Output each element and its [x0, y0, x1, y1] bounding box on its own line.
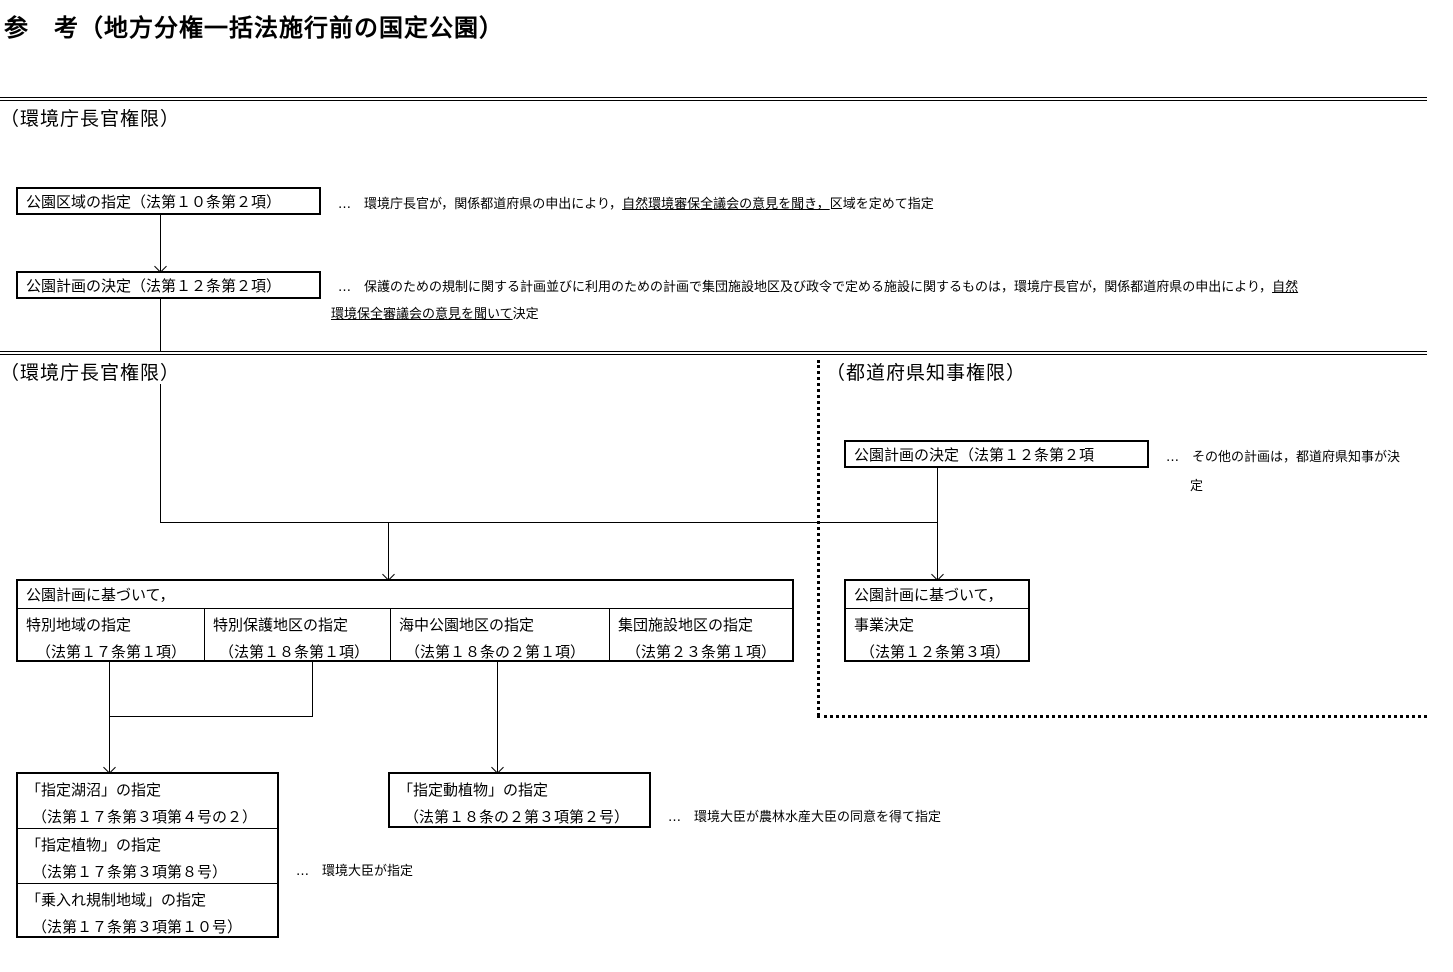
box-area-designation: 公園区域の指定（法第１０条第２項） [16, 187, 321, 215]
connector-junction-to-based [388, 522, 389, 579]
page-title: 参 考（地方分権一括法施行前の国定公園） [4, 14, 504, 42]
box-pref-based-on-plan: 公園計画に基づいて， 事業決定 （法第１２条第３項） [844, 579, 1030, 662]
pref-based-body: 事業決定 （法第１２条第３項） [854, 616, 1011, 661]
section-label-governor: （都道府県知事権限） [826, 362, 1027, 384]
note-minister-designates: … 環境大臣が指定 [296, 864, 414, 879]
based-on-plan-divider [18, 608, 792, 609]
note-plan-line2: 環境保全審議会の意見を聞いて決定 [331, 307, 539, 322]
cell-group-facility: 集団施設地区の指定 （法第２３条第１項） [618, 616, 777, 661]
note-agri-consent: … 環境大臣が農林水産大臣の同意を得て指定 [668, 810, 942, 825]
governor-region-left-border [817, 360, 820, 716]
cell-marine-park: 海中公園地区の指定 （法第１８条の２第１項） [399, 616, 586, 661]
connector-pref-down [937, 468, 938, 579]
connector-marine-down [497, 662, 498, 772]
cell-separator-3 [609, 609, 610, 660]
cell-designated-plants: 「指定植物」の指定 （法第１７条第３項第８号） [26, 836, 228, 881]
minister-designations-divider-2 [18, 883, 277, 884]
note-plan-line1: … 保護のための規制に関する計画並びに利用のための計画で集団施設地区及び政令で定… [338, 280, 1299, 295]
connector-left-down [160, 384, 161, 523]
cell-special-area: 特別地域の指定 （法第１７条第１項） [26, 616, 187, 661]
cell-designated-lakes: 「指定湖沼」の指定 （法第１７条第３項第４号の２） [26, 781, 258, 826]
section-label-minister-top: （環境庁長官権限） [0, 108, 181, 130]
cell-designated-animals-plants: 「指定動植物」の指定 （法第１８条の２第３項第２号） [398, 781, 630, 826]
box-based-on-plan: 公園計画に基づいて， 特別地域の指定 （法第１７条第１項） 特別保護地区の指定 … [16, 579, 794, 662]
section-label-minister-mid: （環境庁長官権限） [0, 362, 181, 384]
pref-based-divider [846, 608, 1028, 609]
cell-separator-2 [390, 609, 391, 660]
note-pref-plan-line2: 定 [1190, 479, 1204, 494]
connector-plan-down [160, 299, 161, 352]
minister-designations-divider-1 [18, 828, 277, 829]
connector-merge-horizontal [109, 716, 313, 717]
cell-vehicle-restriction: 「乗入れ規制地域」の指定 （法第１７条第３項第１０号） [26, 891, 243, 936]
connector-area-to-plan [160, 215, 161, 271]
cell-separator-1 [204, 609, 205, 660]
governor-region-bottom-border [817, 715, 1427, 718]
connector-special-area-down [109, 662, 110, 772]
top-divider [0, 97, 1427, 101]
box-pref-plan-decision: 公園計画の決定（法第１２条第２項 [844, 440, 1149, 468]
based-on-plan-header: 公園計画に基づいて， [26, 586, 175, 604]
cell-special-protection: 特別保護地区の指定 （法第１８条第１項） [213, 616, 370, 661]
box-minister-designations: 「指定湖沼」の指定 （法第１７条第３項第４号の２） 「指定植物」の指定 （法第１… [16, 772, 279, 938]
pref-based-header: 公園計画に基づいて， [854, 586, 1003, 604]
note-area-designation: … 環境庁長官が，関係都道府県の申出により，自然環境審保全議会の意見を聞き，区域… [338, 197, 934, 212]
note-pref-plan-line1: … その他の計画は，都道府県知事が決 [1166, 450, 1401, 465]
mid-divider [0, 351, 1427, 355]
connector-horizontal-junction [160, 522, 938, 523]
box-designated-animals-plants: 「指定動植物」の指定 （法第１８条の２第３項第２号） [388, 772, 651, 828]
box-plan-decision: 公園計画の決定（法第１２条第２項） [16, 271, 321, 299]
connector-special-protection-down [312, 662, 313, 717]
